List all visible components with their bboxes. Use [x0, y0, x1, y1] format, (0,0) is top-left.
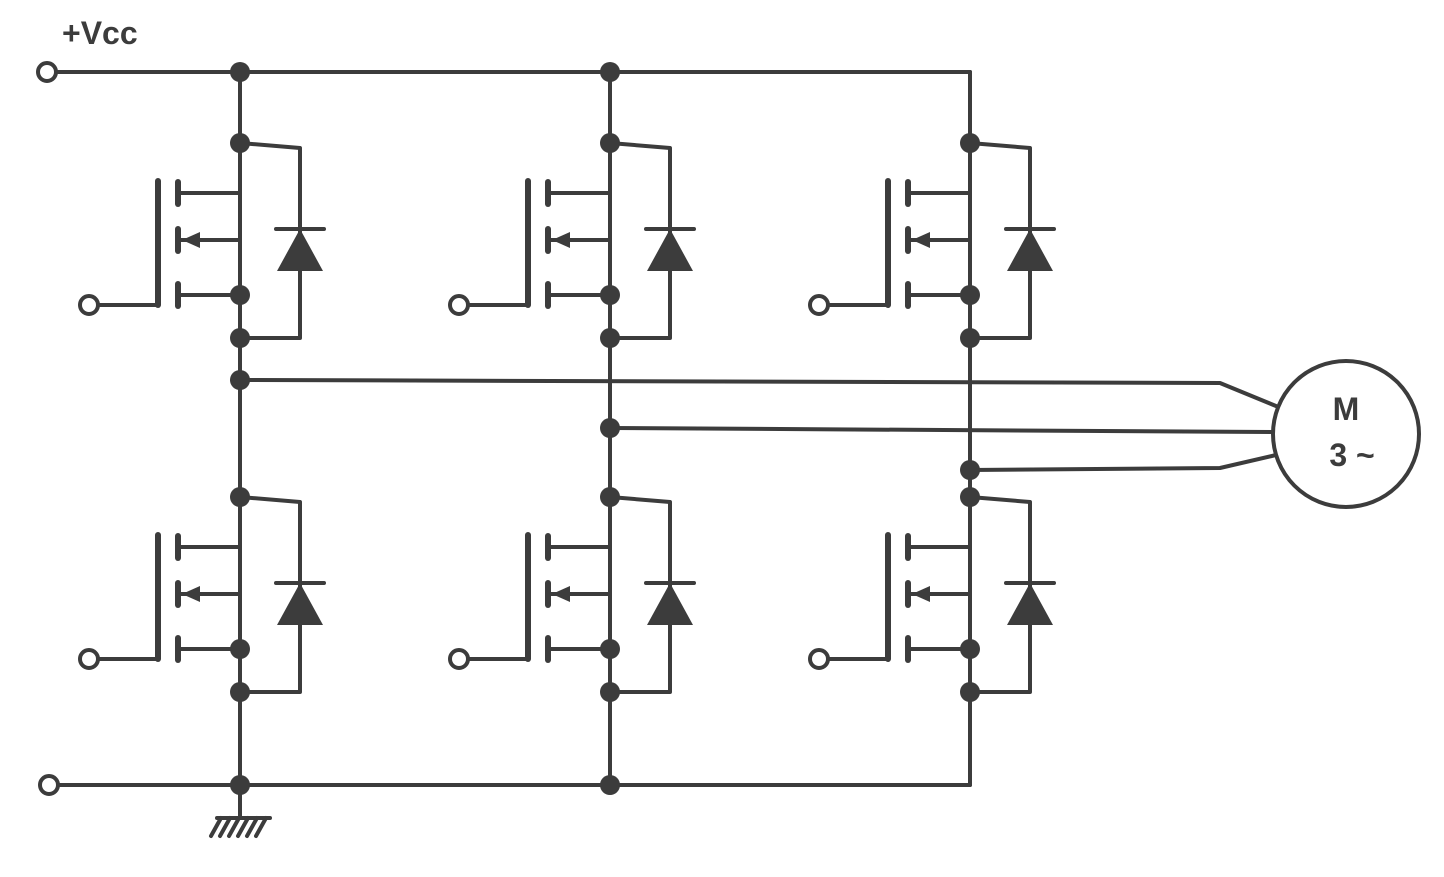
diode-icon — [277, 229, 323, 271]
junction-dot — [230, 285, 250, 305]
substrate-lead — [906, 238, 972, 297]
substrate-lead — [546, 592, 612, 651]
substrate-lead — [176, 238, 242, 297]
phase-3-output-wire — [968, 453, 1278, 472]
junction-dot — [600, 487, 620, 507]
positive-supply-terminal — [36, 61, 58, 83]
gate-terminal — [78, 648, 100, 670]
vcc-label: +Vcc — [62, 15, 138, 51]
junction-dot — [600, 285, 620, 305]
substrate-lead — [906, 592, 972, 651]
gate-terminal — [448, 648, 470, 670]
junction-dot — [960, 639, 980, 659]
drain-lead — [176, 141, 242, 195]
diode-icon — [1007, 583, 1053, 625]
substrate-arrow — [552, 586, 570, 602]
substrate-arrow — [912, 232, 930, 248]
junction-dot — [600, 682, 620, 702]
gate-terminal — [448, 294, 470, 316]
junction-dot — [230, 682, 250, 702]
junction-dot — [960, 285, 980, 305]
substrate-arrow — [552, 232, 570, 248]
junction-dot — [230, 639, 250, 659]
drain-lead — [546, 495, 612, 549]
diode-icon — [647, 583, 693, 625]
mosfet-switch — [448, 133, 696, 348]
ground-symbol — [209, 783, 272, 838]
junction-dot — [600, 418, 620, 438]
junction-dot — [960, 460, 980, 480]
junction-dot — [600, 775, 620, 795]
diode-lead — [238, 141, 302, 340]
diode-lead — [608, 141, 672, 340]
gate-terminal — [808, 294, 830, 316]
drain-lead — [906, 495, 972, 549]
drain-lead — [546, 141, 612, 195]
phase-1-output-wire — [238, 378, 1278, 408]
junction-dot — [600, 133, 620, 153]
junction-dot — [230, 328, 250, 348]
switches — [78, 133, 1056, 702]
diode-lead — [238, 495, 302, 694]
motor-label-m: M — [1333, 391, 1360, 427]
junction-dot — [230, 62, 250, 82]
substrate-arrow — [182, 586, 200, 602]
motor-symbol: M 3 ~ — [1271, 359, 1421, 509]
diode-icon — [1007, 229, 1053, 271]
junction-dot — [960, 328, 980, 348]
negative-supply-terminal — [38, 774, 60, 796]
junction-dot — [230, 133, 250, 153]
junction-dot — [230, 370, 250, 390]
junction-dot — [960, 487, 980, 507]
gate-terminal — [78, 294, 100, 316]
motor-label-phase: 3 ~ — [1329, 437, 1374, 473]
diode-lead — [968, 495, 1032, 694]
drain-lead — [906, 141, 972, 195]
junction-dot — [960, 133, 980, 153]
drain-lead — [176, 495, 242, 549]
motor-circle — [1271, 359, 1421, 509]
substrate-lead — [176, 592, 242, 651]
junction-dot — [600, 328, 620, 348]
junction-dot — [230, 775, 250, 795]
wires — [45, 70, 1278, 787]
diode-lead — [608, 495, 672, 694]
junction-dot — [960, 682, 980, 702]
junction-dot — [600, 62, 620, 82]
junctions — [230, 62, 980, 795]
diode-icon — [277, 583, 323, 625]
mosfet-switch — [808, 133, 1056, 348]
mosfet-switch — [808, 487, 1056, 702]
diode-icon — [647, 229, 693, 271]
mosfet-switch — [78, 133, 326, 348]
gate-terminal — [808, 648, 830, 670]
phase-2-output-wire — [608, 426, 1274, 434]
substrate-lead — [546, 238, 612, 297]
diode-lead — [968, 141, 1032, 340]
substrate-arrow — [182, 232, 200, 248]
mosfet-switch — [448, 487, 696, 702]
substrate-arrow — [912, 586, 930, 602]
mosfet-switch — [78, 487, 326, 702]
junction-dot — [600, 639, 620, 659]
junction-dot — [230, 487, 250, 507]
